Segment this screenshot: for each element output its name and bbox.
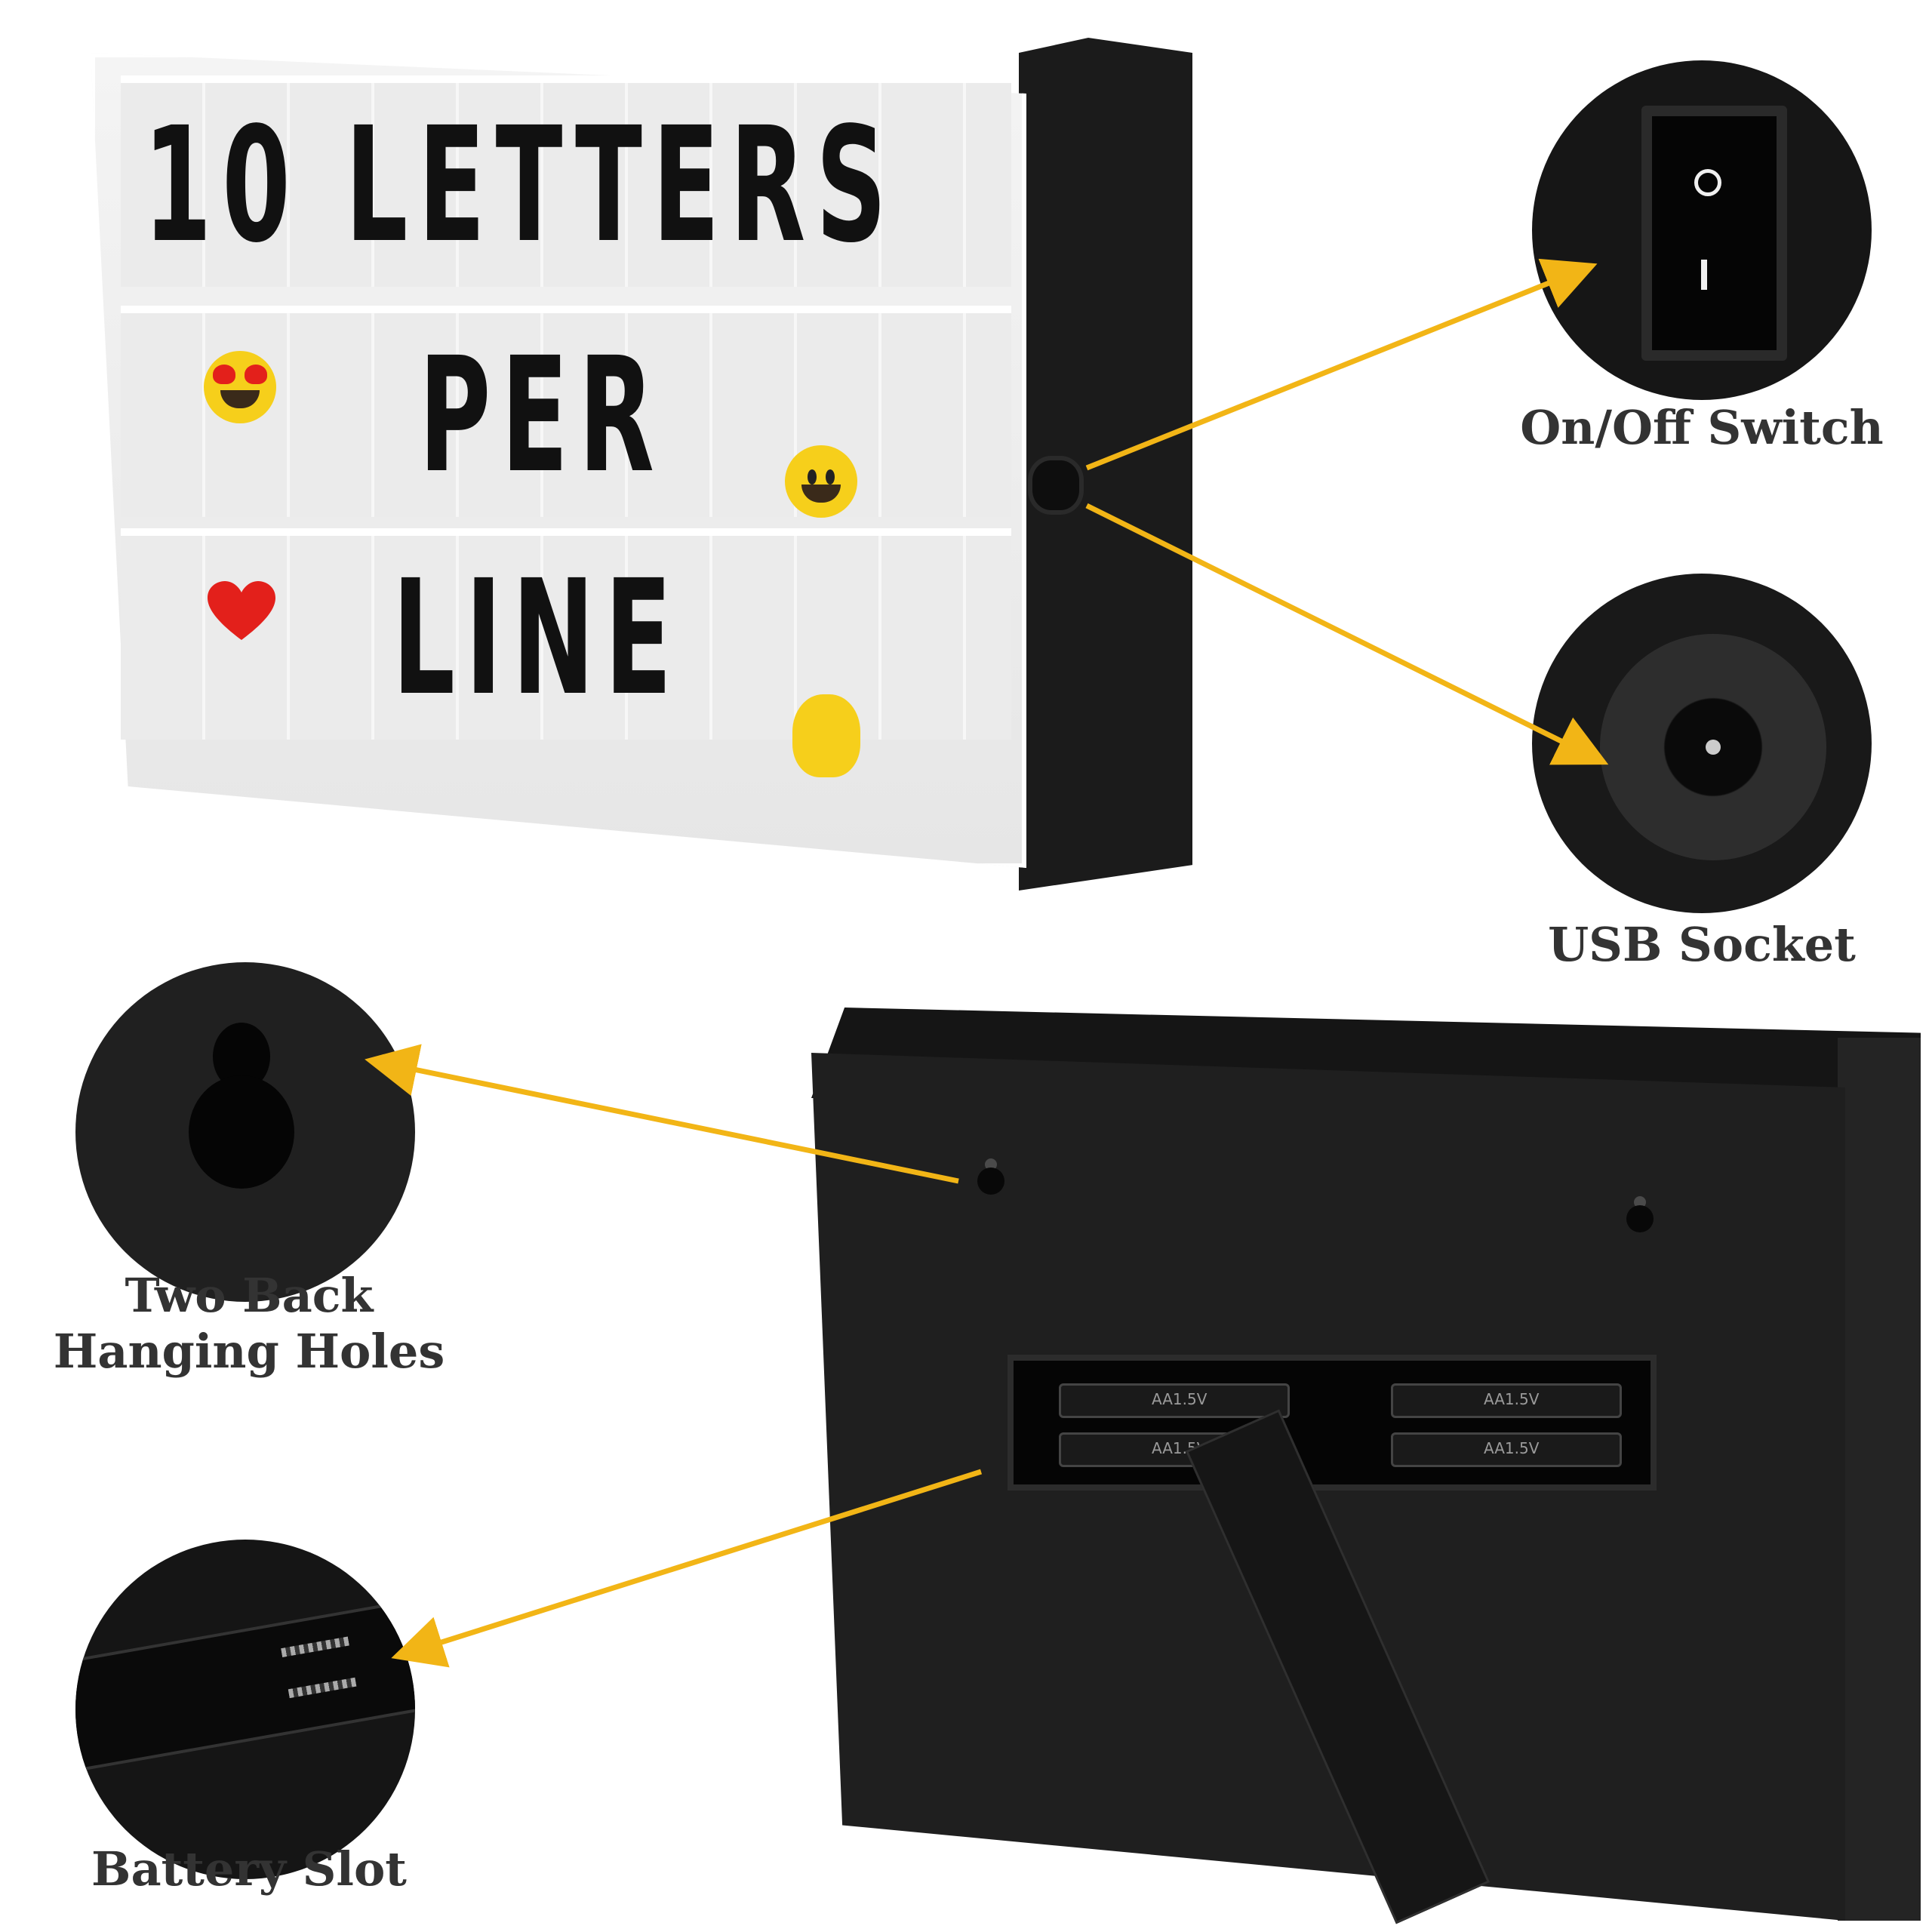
arrow-to-hanging-hole	[365, 1044, 959, 1184]
hanging-holes-label: Two Back Hanging Holes	[15, 1268, 483, 1380]
battery-cell: AA1.5V	[1391, 1383, 1622, 1418]
battery-compartment: AA1.5V AA1.5V AA1.5V AA1.5V	[1008, 1355, 1657, 1491]
arrow-to-battery-slot	[391, 1469, 983, 1668]
switch-label: On/Off Switch	[1520, 400, 1884, 455]
switch-closeup	[1532, 60, 1872, 400]
emoji-eye-left	[808, 469, 817, 485]
heart-eyes-emoji-icon	[204, 351, 276, 423]
hanging-hole-closeup	[75, 962, 415, 1302]
back-lightbox: AA1.5V AA1.5V AA1.5V AA1.5V	[811, 1008, 1921, 1928]
hanging-hole-bottom	[1626, 1205, 1654, 1232]
usb-socket-label: USB Socket	[1548, 917, 1856, 972]
hanging-holes-label-line-1: Two Back	[125, 1268, 374, 1323]
power-off-symbol	[1694, 169, 1721, 196]
heart-icon	[208, 581, 275, 640]
battery-cell: AA1.5V	[1391, 1432, 1622, 1467]
letter-row-2: PER	[121, 306, 1011, 517]
usb-jack	[1600, 634, 1826, 860]
power-on-symbol	[1701, 260, 1707, 290]
heart-eye-left	[213, 365, 235, 384]
battery-cell-label: AA1.5V	[1484, 1439, 1540, 1457]
letter-row-3-text: LINE	[392, 545, 682, 731]
ok-hand-emoji-icon	[792, 694, 860, 777]
battery-slot-closeup	[75, 1540, 415, 1879]
battery-cell-label: AA1.5V	[1484, 1390, 1540, 1408]
arrow-to-switch	[1085, 258, 1598, 471]
battery-slot-label: Battery Slot	[91, 1841, 407, 1897]
smiley-emoji-icon	[785, 445, 857, 518]
hanging-hole-bottom	[977, 1168, 1004, 1195]
usb-socket-closeup	[1532, 574, 1872, 913]
letter-row-1: 10 LETTERS	[121, 75, 1011, 287]
front-lightbox: 10 LETTERS PER LINE	[91, 38, 1192, 891]
arrow-to-usb	[1085, 503, 1609, 765]
letter-row-2-text: PER	[419, 322, 665, 508]
battery-cell-label: AA1.5V	[1152, 1390, 1208, 1408]
keyhole-bottom	[189, 1075, 294, 1189]
battery-cell: AA1.5V	[1059, 1383, 1290, 1418]
side-switch-nub	[1032, 460, 1079, 510]
letter-row-1-text: 10 LETTERS	[143, 92, 897, 278]
heart-eye-right	[245, 365, 267, 384]
keyhole-icon	[189, 1023, 294, 1234]
letter-row-3: LINE	[121, 528, 1011, 740]
usb-jack-pin	[1706, 740, 1721, 755]
hanging-holes-label-line-2: Hanging Holes	[53, 1324, 445, 1380]
rocker-switch-icon	[1641, 106, 1787, 361]
hanging-hole-right	[1626, 1196, 1654, 1234]
back-box-side	[1838, 1038, 1921, 1921]
hanging-hole-left	[977, 1158, 1004, 1196]
emoji-eye-right	[826, 469, 835, 485]
